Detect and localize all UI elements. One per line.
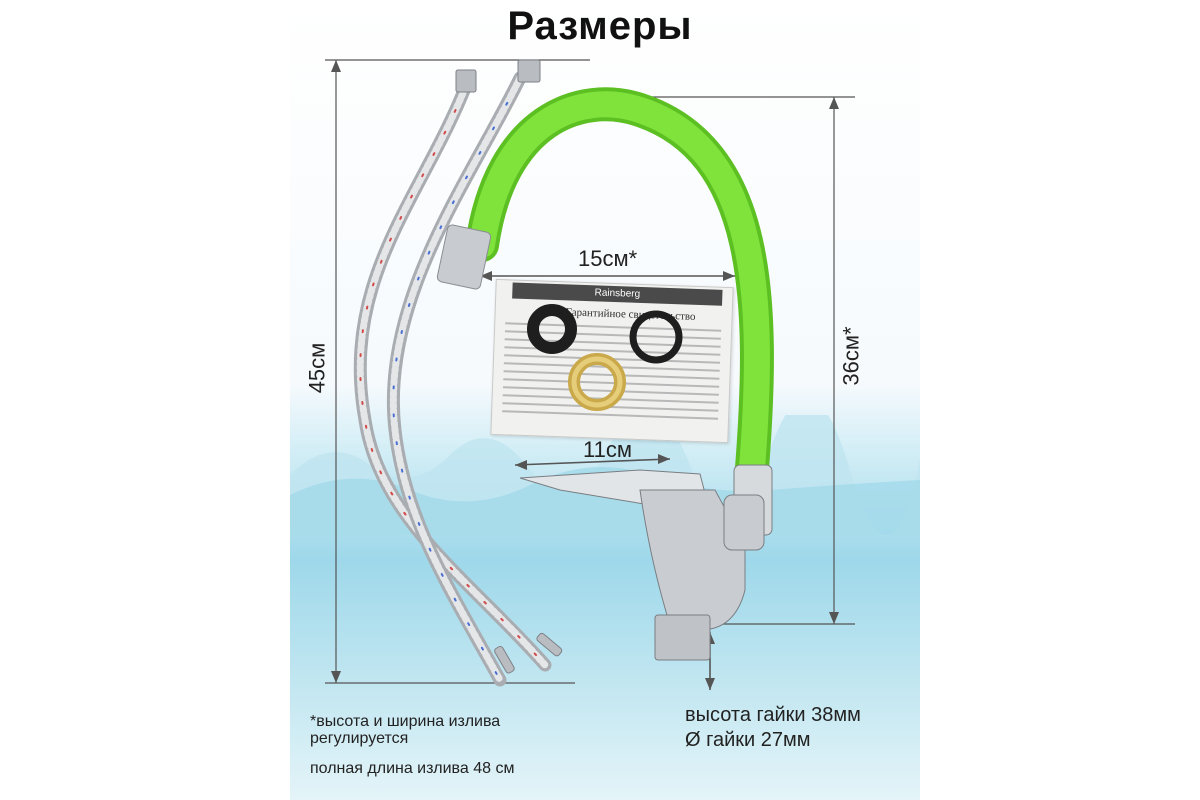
handle-width-label: 11см: [583, 437, 632, 462]
page-title: Размеры: [507, 4, 693, 48]
warranty-brand: Rainsberg: [512, 282, 723, 306]
spout-joint: [723, 494, 765, 551]
faucet-body: [519, 464, 773, 661]
warranty-heading: Гарантийное свидетельство: [565, 306, 696, 323]
warranty-text-lines: [502, 322, 722, 425]
braided-hoses: [353, 71, 552, 687]
adjustable-note: *высота и ширина излива регулируется: [310, 713, 501, 747]
arrow-heads: [331, 60, 839, 690]
green-spout: [465, 87, 774, 485]
warranty-card: Rainsberg Гарантийное свидетельство: [490, 278, 734, 444]
spout-height-label: 36см*: [838, 326, 864, 386]
nut-height-spec: высота гайки 38мм: [685, 704, 861, 726]
spout-tip: [436, 224, 492, 290]
nut-diameter-spec: Ø гайки 27мм: [685, 729, 811, 751]
hose-length-label: 45см: [304, 342, 330, 394]
spout-length-note: полная длина излива 48 см: [310, 760, 515, 777]
width-dimension-label: 15см*: [578, 246, 638, 271]
hose-nuts: [455, 59, 563, 674]
